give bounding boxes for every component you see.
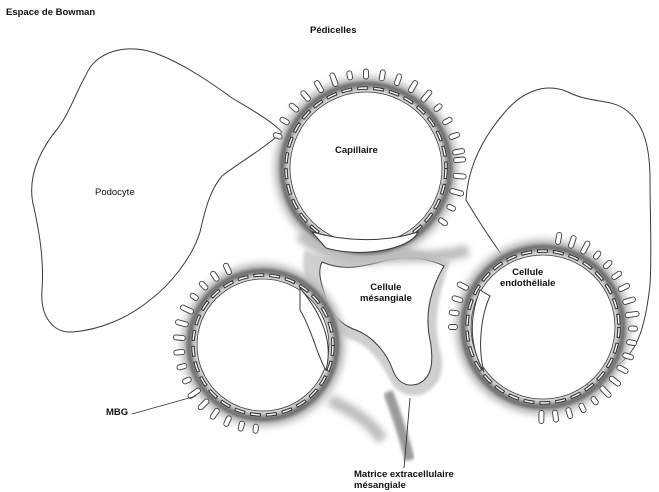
- pedicel: [279, 116, 290, 125]
- pedicel: [453, 173, 466, 179]
- pedicel: [182, 376, 192, 384]
- capillary-top-lumen: [290, 92, 442, 244]
- capillary-left-lumen: [197, 279, 329, 411]
- pedicel: [364, 69, 369, 79]
- pedicel: [346, 71, 352, 81]
- pedicel: [253, 424, 259, 433]
- mesangial-stalk: [388, 392, 410, 460]
- page-title: Espace de Bowman: [6, 8, 95, 19]
- label-podocyte: Podocyte: [95, 188, 135, 199]
- pedicel: [442, 116, 453, 125]
- pedicel: [453, 157, 465, 163]
- pedicel: [437, 217, 448, 227]
- pedicel: [173, 335, 185, 341]
- label-matrice-line2: mésangiale: [354, 481, 454, 492]
- label-matrice: Matrice extracellulaire mésangiale: [354, 470, 454, 492]
- pedicel: [174, 349, 185, 355]
- pedicel: [628, 326, 637, 331]
- mbg-leader-line: [132, 396, 196, 414]
- pedicel: [449, 310, 460, 317]
- label-cellule-endotheliale-line2: endothéliale: [500, 279, 555, 290]
- label-capillaire: Capillaire: [335, 146, 378, 157]
- pedicel: [539, 410, 544, 423]
- pedicel: [198, 280, 209, 291]
- pedicel: [590, 396, 599, 406]
- pedicel: [433, 103, 443, 113]
- label-cellule-mesangiale: Cellule mésangiale: [360, 283, 412, 305]
- pedicel: [449, 325, 458, 330]
- label-cellule-mesangiale-line2: mésangiale: [360, 294, 412, 305]
- label-pedicelles: Pédicelles: [310, 26, 356, 37]
- label-mbg: MBG: [106, 408, 128, 419]
- label-cellule-endotheliale: Cellule endothéliale: [500, 268, 555, 290]
- pedicel: [288, 102, 300, 113]
- pedicel: [189, 292, 199, 301]
- pedicel: [552, 410, 559, 423]
- pedicel: [446, 204, 456, 212]
